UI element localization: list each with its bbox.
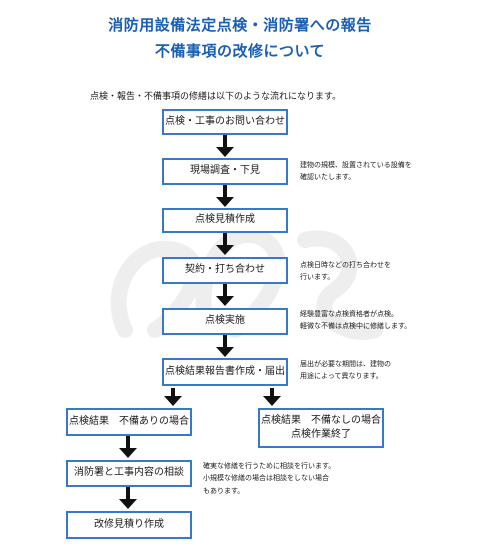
step-survey-label: 現場調査・下見 — [190, 165, 260, 177]
page-subtitle: 不備事項の改修について — [154, 42, 326, 60]
step-survey: 現場調査・下見 — [162, 158, 288, 185]
note-report-line: 用途によって異なります。 — [300, 372, 383, 381]
note-contract: 点検日時などの打ち合わせを 行います。 — [300, 259, 391, 284]
step-report-label: 点検結果報告書作成・届出 — [165, 365, 285, 377]
note-inspection-line: 軽微な不備は点検中に修繕します。 — [300, 322, 412, 331]
step-consult-label: 消防署と工事内容の相談 — [74, 467, 184, 479]
note-inspection-line: 経験豊富な点検資格者が点検。 — [300, 310, 398, 318]
step-inquiry-label: 点検・工事のお問い合わせ — [165, 115, 285, 127]
step-no-defect-label: 点検結果 不備なしの場合 — [261, 414, 381, 426]
step-estimate: 点検見積作成 — [162, 208, 288, 233]
step-inquiry: 点検・工事のお問い合わせ — [162, 109, 288, 135]
note-contract-line: 行います。 — [300, 273, 335, 282]
note-consult: 確実な修繕を行うために相談を行います。 小規模な修繕の場合は相談をしない場合 も… — [203, 460, 335, 497]
note-survey: 建物の規模、設置されている設備を 確認いたします。 — [300, 159, 412, 184]
step-contract: 契約・打ち合わせ — [162, 257, 288, 284]
note-consult-line: 小規模な修繕の場合は相談をしない場合 — [203, 474, 329, 483]
page-title: 消防用設備法定点検・消防署への報告 — [108, 16, 372, 34]
step-contract-label: 契約・打ち合わせ — [185, 264, 265, 276]
step-inspection: 点検実施 — [162, 308, 288, 335]
note-consult-line: もあります。 — [203, 486, 245, 495]
step-no-defect: 点検結果 不備なしの場合 点検作業終了 — [258, 408, 384, 448]
note-survey-line: 確認いたします。 — [300, 173, 356, 182]
note-inspection: 経験豊富な点検資格者が点検。 軽微な不備は点検中に修繕します。 — [300, 308, 411, 333]
step-report: 点検結果報告書作成・届出 — [162, 358, 288, 386]
step-consult: 消防署と工事内容の相談 — [66, 460, 192, 487]
step-no-defect-end-label: 点検作業終了 — [291, 429, 351, 440]
step-defect-found-label: 点検結果 不備ありの場合 — [69, 415, 189, 427]
note-consult-line: 確実な修繕を行うために相談を行います。 — [203, 462, 336, 470]
step-repair-estimate: 改修見積り作成 — [66, 511, 192, 539]
step-defect-found: 点検結果 不備ありの場合 — [66, 408, 192, 436]
note-contract-line: 点検日時などの打ち合わせを — [300, 261, 391, 269]
note-survey-line: 建物の規模、設置されている設備を — [300, 161, 412, 169]
step-estimate-label: 点検見積作成 — [195, 214, 255, 226]
note-report-line: 届出が必要な期間は、建物の — [300, 360, 391, 368]
intro-text: 点検・報告・不備事項の修繕は以下のような流れになります。 — [90, 92, 342, 102]
step-inspection-label: 点検実施 — [205, 315, 245, 327]
step-repair-estimate-label: 改修見積り作成 — [94, 518, 164, 530]
note-report: 届出が必要な期間は、建物の 用途によって異なります。 — [300, 358, 391, 383]
